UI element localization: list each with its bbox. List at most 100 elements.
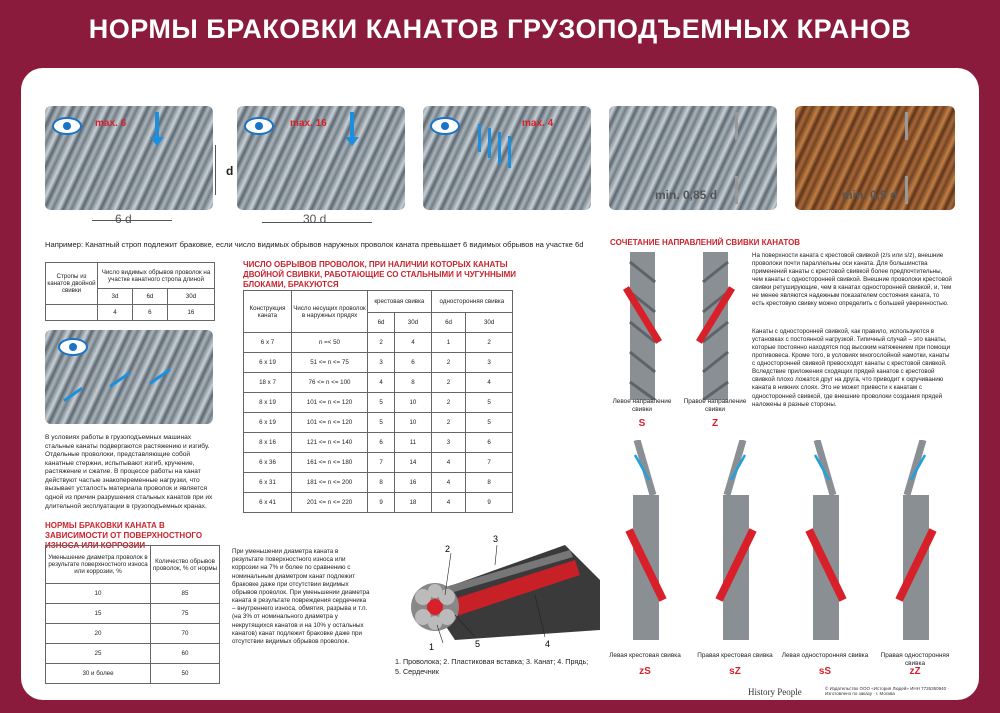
table-cell: 51 <= n <= 75 — [291, 352, 368, 373]
table-cell: 30d — [465, 312, 513, 333]
table-cell: 101 <= n <= 120 — [291, 392, 368, 413]
lay-example-code: sS — [818, 666, 832, 677]
table-cell: 6 — [394, 352, 432, 373]
work-conditions-text: В условиях работы в грузоподъемных машин… — [45, 434, 213, 510]
table-cell: односторонняя свивка — [430, 290, 514, 313]
lay-text-2: Канаты с односторонней свивкой, как прав… — [752, 328, 951, 408]
down-arrow-icon — [508, 136, 511, 168]
down-arrow-icon — [905, 112, 908, 140]
table-cell: 201 <= n <= 220 — [291, 492, 368, 513]
table-cell: 121 <= n <= 140 — [291, 432, 368, 453]
table-cell: 11 — [394, 432, 432, 453]
diagram-number: 1 — [429, 642, 434, 652]
arrow-head-icon — [150, 137, 164, 146]
rope-cross-section-diagram: 1 2 3 4 5 — [411, 534, 600, 652]
table-cell: 5 — [465, 392, 513, 413]
measure-6d: 6 d — [115, 212, 132, 226]
rope-photo-4 — [609, 106, 777, 210]
table-cell: 6 х 41 — [243, 492, 292, 513]
table-cell: 18 х 7 — [243, 372, 292, 393]
diameter-note: При уменьшении диаметра каната в результ… — [232, 548, 370, 645]
table-cell: 4 — [366, 372, 396, 393]
measure-d: d — [226, 164, 234, 178]
lay-example-label: Правая крестовая свивка — [697, 652, 773, 659]
table-cell: 6 х 7 — [243, 332, 292, 353]
table-cell: 76 <= n <= 100 — [291, 372, 368, 393]
measure-line — [92, 220, 172, 221]
table-cell: 2 — [430, 412, 467, 433]
eye-icon — [244, 117, 274, 135]
table-cell: 2 — [366, 332, 396, 353]
arrow-head-icon — [345, 137, 359, 146]
table-cell: 8 х 16 — [243, 432, 292, 453]
table-cell: Конструкция каната — [243, 290, 292, 333]
table-cell: 181 <= n <= 200 — [291, 472, 368, 493]
table-cell: 2 — [430, 352, 467, 373]
table-cell: 7 — [465, 452, 513, 473]
table-cell: 2 — [465, 332, 513, 353]
table-cell: крестовая свивка — [367, 290, 432, 313]
up-arrow-icon — [735, 176, 738, 204]
rope-lay-right — [696, 252, 735, 400]
max-label-1: max. 6 — [95, 118, 127, 129]
table-cell: 60 — [150, 643, 220, 664]
min-label-5: min. 0,9 d — [842, 188, 898, 202]
diagram-number: 5 — [475, 639, 480, 649]
table-cell: 8 х 19 — [243, 392, 292, 413]
table-cell: 101 <= n <= 120 — [291, 412, 368, 433]
table-cell: 85 — [150, 583, 220, 604]
table-cell: 3 — [430, 432, 467, 453]
diagram-number: 2 — [445, 544, 450, 554]
table-cell: 30d — [166, 288, 216, 305]
down-arrow-icon — [498, 132, 501, 164]
table-cell: 18 — [394, 492, 432, 513]
measure-30d: 30 d — [303, 212, 327, 226]
lay-example-code: zS — [639, 666, 651, 677]
page-title: НОРМЫ БРАКОВКИ КАНАТОВ ГРУЗОПОДЪЕМНЫХ КР… — [88, 14, 912, 44]
lay-left-code: S — [638, 418, 646, 429]
table-cell: 5 — [366, 392, 396, 413]
table-cell: 30d — [394, 312, 432, 333]
lay-example-label: Левая крестовая свивка — [609, 652, 681, 659]
table-cell: 25 — [45, 643, 151, 664]
table2-heading: ЧИСЛО ОБРЫВОВ ПРОВОЛОК, ПРИ НАЛИЧИИ КОТО… — [243, 260, 516, 289]
table-cell: 6 — [366, 432, 396, 453]
table-cell: 10 — [45, 583, 151, 604]
eye-icon — [58, 338, 88, 356]
table-cell: 3d — [97, 288, 133, 305]
eye-icon — [52, 117, 82, 135]
table-cell: 1 — [430, 332, 467, 353]
measure-line — [262, 222, 372, 223]
lay-example-code: sZ — [729, 666, 741, 677]
max-label-3: max. 4 — [522, 118, 554, 129]
lay-left-label: Левое направление свивки — [612, 398, 672, 413]
table-cell: 16 — [394, 472, 432, 493]
table-cell: Стропы из канатов двойной свивки — [45, 262, 98, 305]
rope-lay-example — [895, 440, 937, 640]
diagram-caption: 1. Проволока; 2. Пластиковая вставка; 3.… — [395, 657, 589, 677]
table-wear-corrosion: Уменьшение диаметра проволок в результат… — [45, 545, 220, 684]
lay-right-label: Правое направление свивки — [683, 398, 747, 413]
diagram-number: 3 — [493, 534, 498, 544]
lay-example-label: Левая односторонняя свивка — [781, 652, 869, 659]
table-cell: 70 — [150, 623, 220, 644]
table-cell: Уменьшение диаметра проволок в результат… — [45, 545, 151, 584]
table-cell: 4 — [430, 492, 467, 513]
down-arrow-icon — [155, 112, 159, 140]
table-cell: 9 — [465, 492, 513, 513]
table-cell: 2 — [430, 372, 467, 393]
table-cell: 50 — [150, 663, 220, 684]
lay-heading: СОЧЕТАНИЕ НАПРАВЛЕНИЙ СВИВКИ КАНАТОВ — [610, 238, 801, 247]
down-arrow-icon — [350, 112, 354, 140]
table-cell: 6 х 19 — [243, 412, 292, 433]
table-cell: 3 — [366, 352, 396, 373]
rope-lay-example — [625, 440, 667, 640]
table-cell: 3 — [465, 352, 513, 373]
max-label-2: max. 16 — [290, 118, 327, 129]
table-cell: 15 — [45, 603, 151, 624]
